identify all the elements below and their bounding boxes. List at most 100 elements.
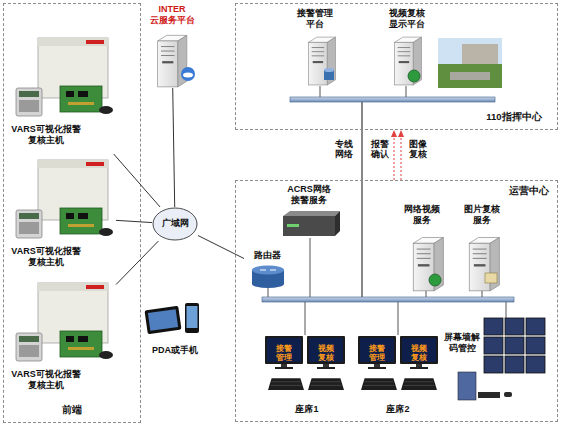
bus-drop xyxy=(320,86,321,97)
node-label: VARS可视化报警 复核主机 xyxy=(8,124,84,146)
server-node: 图片复核 服务 xyxy=(456,204,508,292)
server-node: 接警管理 平台 xyxy=(290,8,340,88)
frame-group: 前端 VARS可视化报警 复核主机 VARS可视化报警 复核主机 VARS可视化报警 … xyxy=(3,3,141,423)
screen-label: 视频 复核 xyxy=(402,344,436,362)
keyboard xyxy=(478,392,500,398)
group-title: 110指挥中心 xyxy=(472,111,556,122)
keyboard xyxy=(268,378,304,390)
screen-wall xyxy=(484,318,545,373)
photo-trees xyxy=(438,64,502,88)
server-icon xyxy=(469,237,499,290)
pda-icon xyxy=(144,303,199,334)
acrs-device xyxy=(283,211,340,216)
group-title: 运营中心 xyxy=(502,185,556,196)
node-label: ACRS网络 接警服务 xyxy=(276,184,342,206)
video-photo xyxy=(438,38,502,88)
node-label: 座席1 xyxy=(262,404,352,415)
picture-badge xyxy=(485,273,497,283)
router-icon xyxy=(252,280,284,288)
node-label: 视频复核 显示平台 xyxy=(376,8,438,30)
server-node: 视频复核 显示平台 xyxy=(376,8,438,88)
monitor xyxy=(265,336,303,369)
photo-sky xyxy=(438,38,502,88)
monitor xyxy=(400,336,438,369)
acrs-device xyxy=(283,216,335,236)
leased-line xyxy=(361,102,362,297)
frame-group: 110指挥中心 接警管理 平台 视频复核 显示平台 xyxy=(235,3,558,130)
network-bus xyxy=(262,297,514,302)
screen-label: 视频 复核 xyxy=(309,344,343,362)
alarm-host-device xyxy=(16,283,113,361)
alarm-host: VARS可视化报警 复核主机 xyxy=(8,36,116,154)
node-label: 路由器 xyxy=(244,250,290,261)
node-label: 座席2 xyxy=(355,404,441,415)
dotted-arrow xyxy=(401,136,402,180)
wall-screen xyxy=(526,337,545,354)
server-icon xyxy=(413,237,443,290)
server-node: 网络视频 服务 xyxy=(398,204,446,292)
database-badge xyxy=(324,68,334,72)
wall-screen xyxy=(484,337,503,354)
server-icon xyxy=(395,37,422,85)
dotted-arrow xyxy=(394,136,395,180)
node-label: INTER 云服务平台 xyxy=(140,4,204,26)
node-label: 网络视频 服务 xyxy=(398,204,446,226)
node-label: 接警管理 平台 xyxy=(290,8,340,30)
operator-seat: 座席1 xyxy=(262,332,352,418)
server-icon xyxy=(309,37,336,85)
alarm-host: VARS可视化报警 复核主机 xyxy=(8,281,116,399)
network-link xyxy=(116,241,158,285)
network-link xyxy=(173,88,175,207)
phone-screen xyxy=(187,306,198,328)
monitor xyxy=(358,336,396,369)
wall-screen xyxy=(505,356,524,373)
line-label: 专线 网络 xyxy=(331,139,357,159)
router-icon xyxy=(252,266,284,289)
mobile-device: PDA或手机 xyxy=(140,300,210,358)
line-label: 图像 复核 xyxy=(405,139,431,159)
router-icon xyxy=(252,266,284,275)
cloud-badge xyxy=(181,67,195,81)
line-label: 报警 确认 xyxy=(368,139,392,159)
dotted-arrow xyxy=(394,136,401,180)
ellipse-outline xyxy=(153,208,197,240)
bus-drop xyxy=(305,302,306,335)
group-title: 前端 xyxy=(34,404,110,415)
bus-drop xyxy=(406,86,407,97)
keyboard xyxy=(308,378,344,390)
node-label: VARS可视化报警 复核主机 xyxy=(8,369,84,391)
photo-road xyxy=(450,72,490,80)
wall-screen xyxy=(505,337,524,354)
screen-label: 接警 管理 xyxy=(267,344,301,362)
operator-seat: 座席2 xyxy=(355,332,441,418)
node-label: PDA或手机 xyxy=(140,345,210,356)
cloud-platform: INTER 云服务平台 xyxy=(140,2,204,88)
acrs-light xyxy=(287,224,299,227)
wall-screen xyxy=(505,318,524,335)
network-link xyxy=(114,154,160,207)
globe-badge xyxy=(429,274,441,286)
keyboard xyxy=(361,378,397,390)
frame-group: 运营中心ACRS网络 接警服务路由器网络视频 服务图片复核 服务座席1座席2屏幕… xyxy=(235,180,558,422)
wan-ellipse: 广域网 xyxy=(152,207,198,241)
alarm-host: VARS可视化报警 复核主机 xyxy=(8,158,116,276)
mouse xyxy=(504,392,512,397)
node-label: 图片复核 服务 xyxy=(456,204,508,226)
pc-tower xyxy=(458,372,476,400)
router-node: 路由器 xyxy=(244,248,290,292)
keyboard xyxy=(401,378,437,390)
server-node: ACRS网络 接警服务 xyxy=(276,184,342,240)
acrs-device xyxy=(283,211,340,236)
network-link xyxy=(198,236,244,259)
phone-icon xyxy=(185,303,199,333)
database-badge xyxy=(324,68,334,80)
bus-drop xyxy=(506,302,507,318)
wall-screen xyxy=(484,356,503,373)
bus-drop xyxy=(268,288,269,297)
tablet-screen xyxy=(148,309,178,331)
network-link xyxy=(116,220,152,222)
network-bus xyxy=(290,97,495,102)
alarm-host-device xyxy=(16,38,113,116)
wall-screen xyxy=(526,318,545,335)
node-label: VARS可视化报警 复核主机 xyxy=(8,246,84,268)
